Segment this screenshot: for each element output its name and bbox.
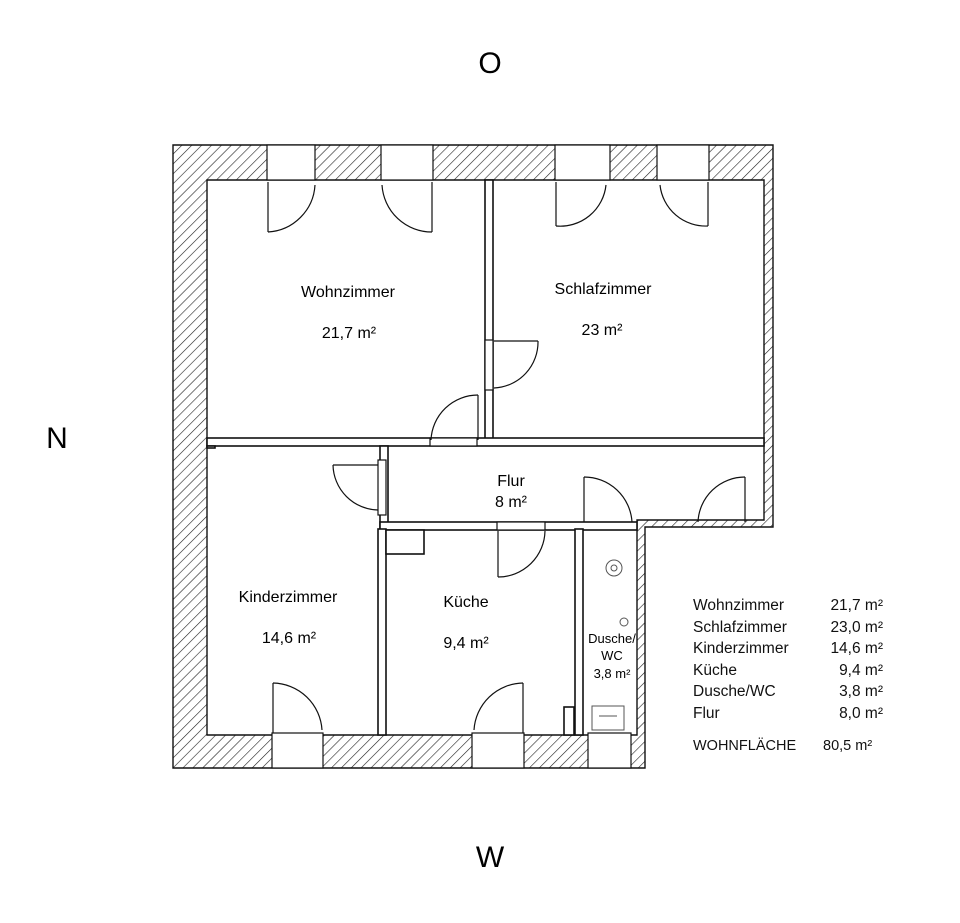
windows-bottom <box>271 732 632 769</box>
legend-row: Flur 8,0 m² <box>693 703 883 725</box>
windows-top <box>266 144 710 181</box>
room-area-wohnzimmer: 21,7 m² <box>322 325 377 342</box>
legend-room-name: Schlafzimmer <box>693 618 787 636</box>
legend-row: Schlafzimmer 23,0 m² <box>693 617 883 639</box>
legend-room-name: Wohnzimmer <box>693 597 785 614</box>
legend-total-label: WOHNFLÄCHE <box>693 738 797 754</box>
room-label-flur: Flur <box>497 473 525 490</box>
room-area-schlafzimmer: 23 m² <box>582 322 624 339</box>
legend-room-name: Küche <box>693 661 737 679</box>
legend-room-area: 23,0 m² <box>830 618 883 636</box>
area-legend: Wohnzimmer 21,7 m² Schlafzimmer 23,0 m² … <box>693 595 883 758</box>
legend-total-value: 80,5 m² <box>823 738 873 754</box>
room-label-kueche: Küche <box>443 594 488 611</box>
compass-west: W <box>476 841 505 874</box>
room-label-schlafzimmer: Schlafzimmer <box>555 281 653 298</box>
legend-room-area: 9,4 m² <box>839 661 883 679</box>
room-area-flur: 8 m² <box>495 494 528 511</box>
room-label-dusche-line2: WC <box>601 648 623 663</box>
legend-room-name: Kinderzimmer <box>693 640 789 657</box>
compass-east: O <box>478 47 501 80</box>
legend-room-area: 21,7 m² <box>830 597 883 614</box>
legend-row: Dusche/WC 3,8 m² <box>693 681 883 703</box>
legend-room-area: 3,8 m² <box>839 683 883 700</box>
window-swings <box>267 182 709 733</box>
doors <box>332 339 746 578</box>
legend-room-area: 8,0 m² <box>839 704 883 722</box>
room-label-dusche-line1: Dusche/ <box>588 631 636 646</box>
legend-room-area: 14,6 m² <box>830 640 883 657</box>
compass-north: N <box>46 422 68 455</box>
outer-walls <box>172 144 774 769</box>
legend-room-name: Dusche/WC <box>693 683 776 700</box>
room-label-kinderzimmer: Kinderzimmer <box>239 589 338 606</box>
legend-row: Wohnzimmer 21,7 m² <box>693 595 883 617</box>
room-area-kinderzimmer: 14,6 m² <box>262 630 317 647</box>
legend-row: Kinderzimmer 14,6 m² <box>693 638 883 660</box>
bathroom-fixtures <box>591 559 629 731</box>
legend-room-name: Flur <box>693 704 720 722</box>
room-area-kueche: 9,4 m² <box>443 635 489 652</box>
room-area-dusche: 3,8 m² <box>594 666 632 681</box>
legend-total-row: WOHNFLÄCHE 80,5 m² <box>693 736 883 758</box>
room-label-wohnzimmer: Wohnzimmer <box>301 284 396 301</box>
legend-row: Küche 9,4 m² <box>693 660 883 682</box>
